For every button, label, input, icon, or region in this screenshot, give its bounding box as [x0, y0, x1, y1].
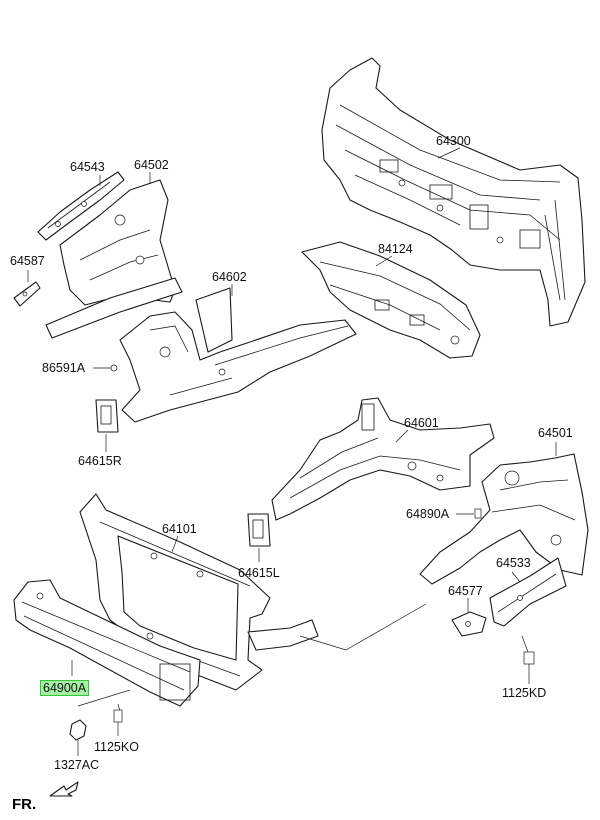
callout-64602: 64602 — [212, 270, 247, 284]
plate-64615r-part — [95, 399, 119, 452]
bracket-64543-part — [37, 171, 125, 241]
front-direction-arrow-icon — [49, 781, 79, 797]
front-direction-label: FR. — [12, 796, 37, 813]
callout-64543: 64543 — [70, 160, 105, 174]
callout-64587: 64587 — [10, 254, 45, 268]
callout-64300: 64300 — [436, 134, 471, 148]
callout-64900a-highlighted[interactable]: 64900A — [40, 680, 90, 696]
bumper-beam-64900a-part — [13, 579, 201, 707]
bracket-64587-part — [13, 270, 41, 307]
side-member-64601-part — [271, 397, 495, 521]
bracket-64533-part — [489, 557, 567, 627]
callout-64615l: 64615L — [238, 566, 280, 580]
apron-64502-part — [45, 172, 183, 339]
cowl-panel-part — [301, 241, 481, 359]
side-member-64602-part — [119, 284, 357, 423]
bolt-1125ko-part — [113, 703, 123, 736]
bolt-1125kd-part — [521, 635, 535, 684]
callout-64533: 64533 — [496, 556, 531, 570]
callout-64101: 64101 — [162, 522, 197, 536]
callout-1125kd: 1125KD — [502, 686, 547, 700]
callout-86591a: 86591A — [42, 361, 86, 375]
callout-1125ko: 1125KO — [94, 740, 139, 754]
callout-64601: 64601 — [404, 416, 439, 430]
callout-64502: 64502 — [134, 158, 169, 172]
callout-1327ac: 1327AC — [54, 758, 100, 772]
bolt-86591a-part — [93, 364, 118, 372]
callout-84124: 84124 — [378, 242, 413, 256]
bracket-64577-part — [451, 598, 487, 637]
callout-64577: 64577 — [448, 584, 483, 598]
carrier-64101-part — [79, 493, 427, 691]
plate-64615l-part — [247, 513, 271, 562]
clip-64890a-part — [456, 508, 482, 519]
callout-64501: 64501 — [538, 426, 573, 440]
dash-panel-part — [321, 57, 586, 327]
callout-64615r: 64615R — [78, 454, 122, 468]
callout-64890a: 64890A — [406, 507, 450, 521]
nut-1327ac-part — [69, 689, 131, 756]
apron-64501-part — [419, 442, 589, 585]
